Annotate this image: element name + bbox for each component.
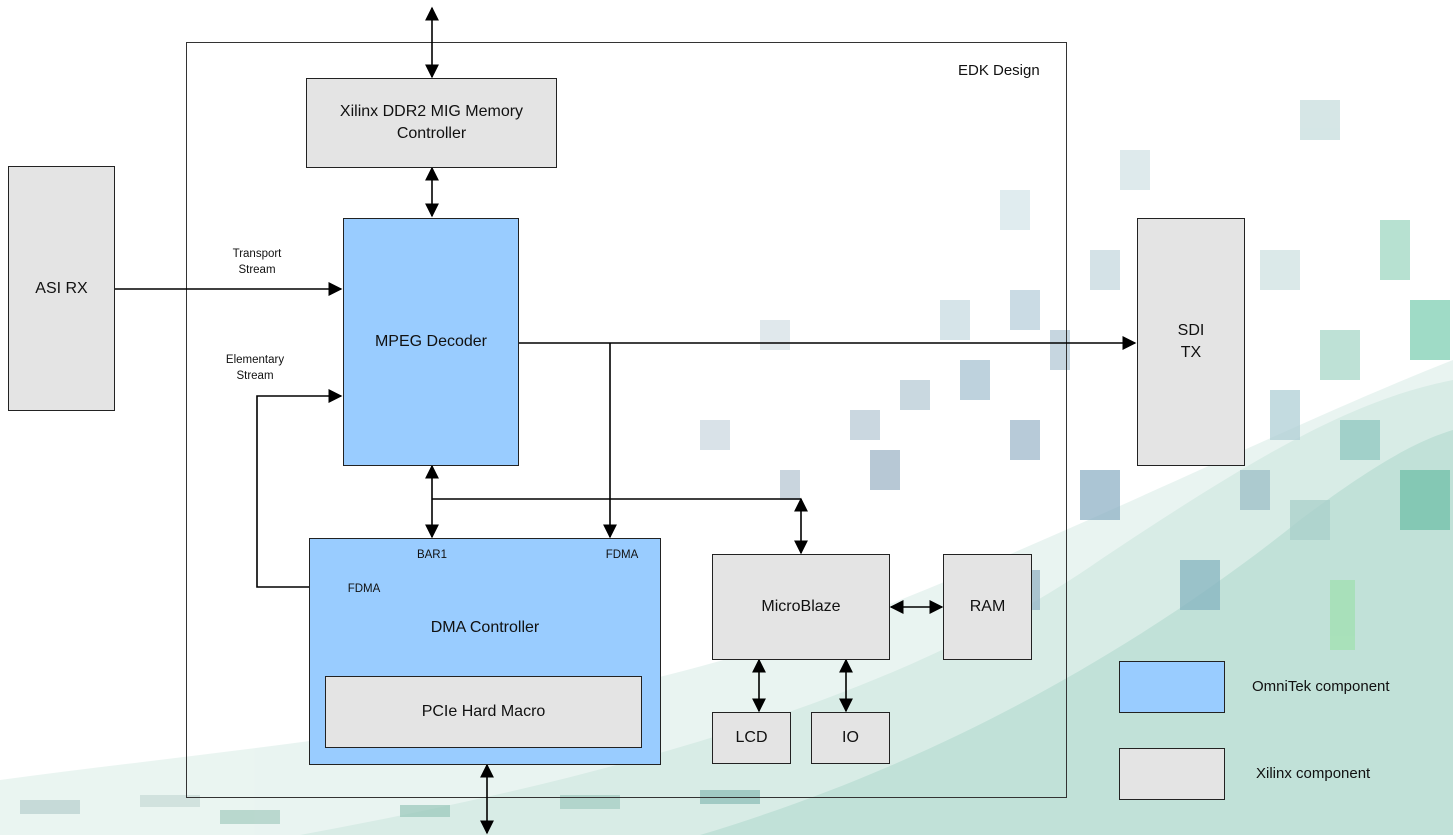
wire-elementary-stream bbox=[256, 389, 343, 588]
transport-stream-label: Transport Stream bbox=[232, 248, 282, 276]
io-block: IO bbox=[811, 712, 890, 764]
lcd-block: LCD bbox=[712, 712, 791, 764]
edk-design-frame bbox=[186, 42, 1067, 798]
legend-omnitek-swatch bbox=[1119, 661, 1225, 713]
ram-block: RAM bbox=[943, 554, 1032, 660]
asi-rx-block: ASI RX bbox=[8, 166, 115, 411]
fdma-left-label: FDMA bbox=[347, 583, 381, 595]
pcie-hard-macro-block: PCIe Hard Macro bbox=[325, 676, 642, 748]
edk-design-title: EDK Design bbox=[958, 62, 1040, 79]
fdma-right-label: FDMA bbox=[605, 549, 639, 561]
dma-controller-label: DMA Controller bbox=[430, 619, 540, 636]
sdi-tx-block: SDI TX bbox=[1137, 218, 1245, 466]
legend-xilinx-label: Xilinx component bbox=[1256, 765, 1371, 782]
legend-xilinx-swatch bbox=[1119, 748, 1225, 800]
legend-omnitek-label: OmniTek component bbox=[1252, 678, 1390, 695]
bar1-label: BAR1 bbox=[416, 549, 448, 561]
xilinx-ddr2-memory-controller: Xilinx DDR2 MIG Memory Controller bbox=[306, 78, 557, 168]
elementary-stream-label: Elementary Stream bbox=[225, 354, 285, 382]
mpeg-decoder-block: MPEG Decoder bbox=[343, 218, 519, 466]
microblaze-block: MicroBlaze bbox=[712, 554, 890, 660]
